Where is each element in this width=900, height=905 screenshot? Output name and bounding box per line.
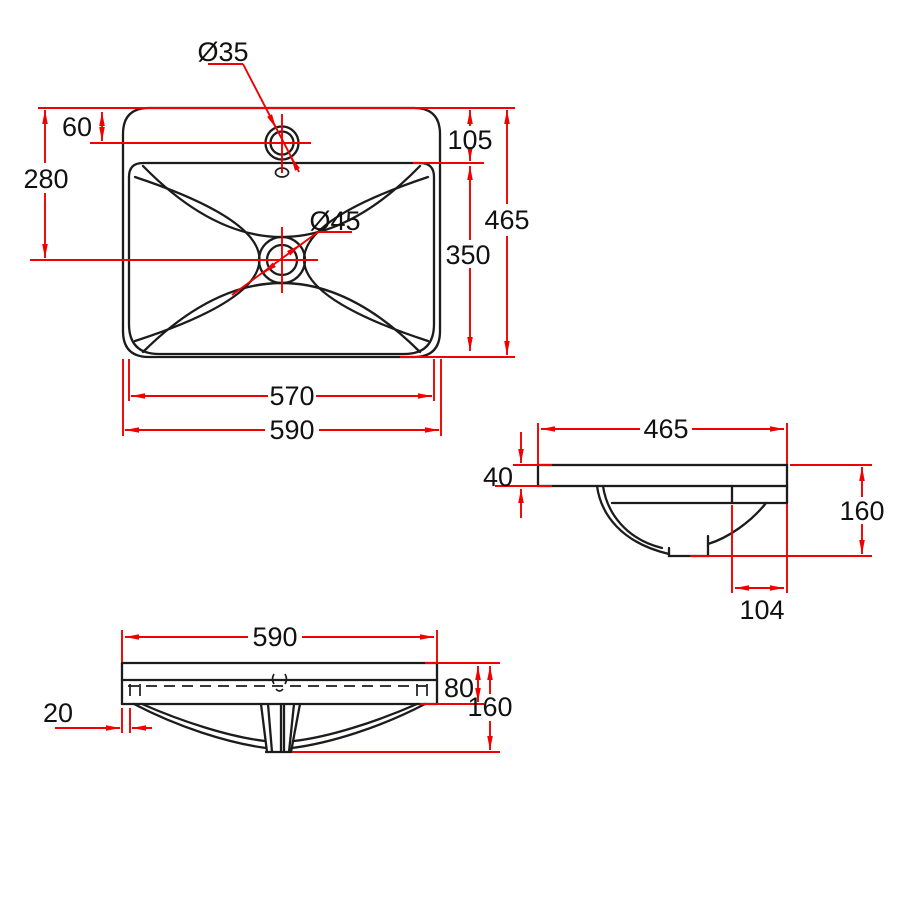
dim-label-faucet-offset: 60: [62, 112, 92, 142]
front-dimension-lines: [55, 634, 493, 750]
dim-label-drain-diameter: Ø45: [309, 206, 360, 236]
dim-label-front-width: 590: [252, 622, 297, 652]
side-extension-lines: [495, 423, 872, 593]
side-outline: [536, 463, 789, 558]
dim-label-drain-offset: 280: [23, 164, 68, 194]
dim-label-bowl-width: 570: [269, 381, 314, 411]
front-drain-funnel: [259, 702, 302, 754]
front-outline: [120, 661, 439, 754]
dim-label-bowl-depth: 350: [445, 240, 490, 270]
dim-label-side-depth: 465: [643, 414, 688, 444]
dim-label-side-height: 160: [839, 496, 884, 526]
dim-label-front-height: 160: [467, 692, 512, 722]
front-bowl-curves: [132, 702, 427, 750]
dim-label-side-drain-off: 104: [739, 595, 784, 625]
front-view: 590 80 160 20: [43, 622, 513, 754]
plan-view: Ø35 60 280 105 465 350 Ø45 570 590: [23, 37, 529, 445]
dim-label-faucet-diameter: Ø35: [197, 37, 248, 67]
dim-label-side-rim: 40: [483, 462, 513, 492]
plan-dimension-lines: [42, 110, 510, 433]
front-overflow-mark: [271, 673, 288, 692]
side-dimension-lines: [518, 426, 865, 591]
dim-label-overall-depth: 465: [484, 205, 529, 235]
drain-diameter-leader: [231, 231, 352, 296]
dim-label-front-inset: 20: [43, 698, 73, 728]
front-extension-lines: [121, 630, 500, 753]
dim-label-front-apron: 80: [444, 673, 474, 703]
plan-extension-lines: [30, 107, 515, 436]
dim-label-top-inset: 105: [447, 125, 492, 155]
side-view: 465 40 160 104: [483, 414, 885, 625]
basin-rim-outline: [127, 161, 436, 356]
faucet-diameter-leader: [208, 63, 300, 173]
dim-label-overall-width: 590: [269, 415, 314, 445]
